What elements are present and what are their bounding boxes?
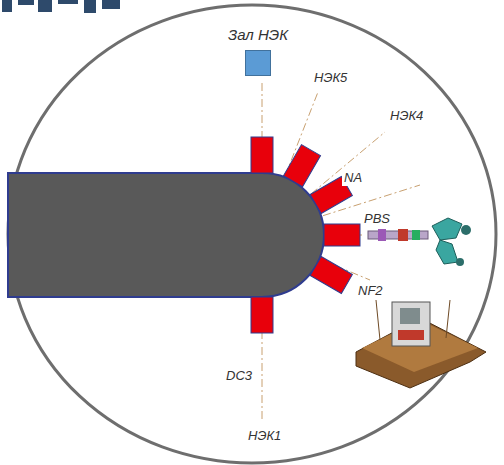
hall-square	[245, 50, 271, 76]
channel-label: DC3	[224, 368, 254, 384]
nf2-instrument	[356, 300, 486, 388]
channel-label: PBS	[362, 211, 392, 227]
reactor-body	[8, 173, 324, 297]
hall-title: Зал НЭК	[226, 26, 290, 44]
channel-label: NF2	[356, 283, 385, 299]
channel-boxes	[251, 137, 360, 333]
hall-outline	[8, 5, 496, 463]
logo-fragment	[2, 0, 120, 13]
channel-label: NA	[342, 170, 364, 186]
channel-label: НЭК4	[388, 108, 425, 124]
channel-label: НЭК1	[246, 428, 283, 444]
hall-box: Зал НЭК	[226, 26, 290, 76]
channel-label: НЭК5	[312, 70, 349, 86]
